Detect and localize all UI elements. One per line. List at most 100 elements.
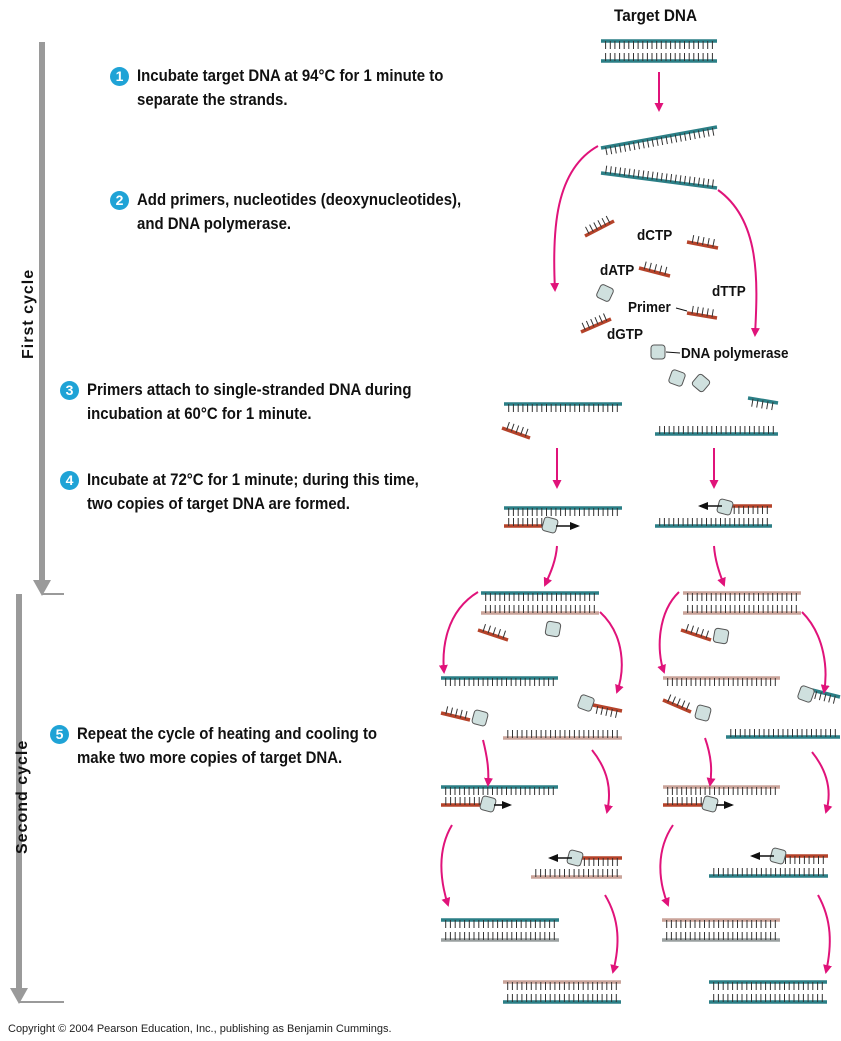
arrow-c2-right-c (704, 737, 716, 787)
cycle2-right-duplex-top (683, 591, 801, 601)
step-1-text-line2: separate the strands. (137, 90, 288, 109)
step-5-text-line2: make two more copies of target DNA. (77, 748, 343, 767)
arrow-to-cycle2-left (543, 545, 558, 587)
arrow-c2-left-a (438, 591, 479, 674)
c2-right-product-2-top (709, 980, 827, 990)
label-dttp: dTTP (712, 283, 746, 300)
extension-left-template (504, 506, 622, 516)
c2-left-polymerase-c (577, 694, 595, 712)
arrow-c2-left-b (599, 611, 624, 694)
arrows-and-enzymes (438, 72, 833, 974)
c2-right-ext-new-a (663, 797, 706, 807)
label-dctp: dCTP (637, 227, 673, 244)
c2-right-product-2-bottom (709, 994, 827, 1004)
step-3-text-line2: incubation at 60°C for 1 minute. (87, 404, 312, 423)
c2-left-ext-template-a (441, 785, 558, 795)
c2-left-primer-c (592, 703, 623, 718)
step-2-number: 2 (110, 191, 129, 210)
separated-strand-bottom (600, 165, 718, 190)
second-cycle-label: Second cycle (14, 739, 31, 854)
c2-left-ext-polymerase-b (566, 849, 584, 867)
step-1-number: 1 (110, 67, 129, 86)
primer-leader-line (675, 307, 688, 312)
step-2: 2 Add primers, nucleotides (deoxynucleot… (110, 188, 505, 236)
annealing-right-primer (747, 396, 779, 411)
c2-left-product-2-bottom (503, 994, 621, 1004)
step-4-number: 4 (60, 471, 79, 490)
c2-left-product-1-bottom (441, 932, 559, 942)
arrow-c2-left-c (482, 739, 494, 787)
c2-left-polymerase-a (544, 620, 562, 638)
free-primer-5 (580, 313, 612, 334)
step-5-text-line1: Repeat the cycle of heating and cooling … (77, 724, 378, 743)
free-polymerase-2 (650, 344, 666, 360)
c2-right-polymerase-b (694, 704, 712, 722)
arrow-c2-right-b (801, 611, 830, 694)
c2-right-product-1-bottom (662, 932, 780, 942)
step-4: 4 Incubate at 72°C for 1 minute; during … (60, 468, 464, 516)
c2-right-ext-polymerase-b (769, 847, 787, 865)
arrow-c2-right-d (811, 751, 833, 814)
c2-right-primer-a (680, 623, 712, 642)
c2-right-ext-template-b (709, 868, 828, 878)
dna-strands (440, 39, 841, 1004)
free-polymerase-4 (691, 373, 711, 393)
target-dna-top (601, 39, 717, 49)
c2-right-product-1-top (662, 918, 780, 928)
first-cycle-arrow (33, 42, 64, 596)
arrow-c2-right-f (817, 894, 832, 974)
arrow-c2-right-e (659, 824, 674, 907)
cycle2-right-duplex-bottom (683, 605, 801, 615)
polymerase-step4-right (716, 498, 734, 516)
step-2-text-line2: and DNA polymerase. (137, 214, 292, 233)
cycle2-left-duplex-bottom (481, 605, 599, 615)
label-datp: dATP (600, 262, 635, 279)
step-3-number: 3 (60, 381, 79, 400)
arrow-c2-left-d (591, 749, 613, 814)
c2-right-primer-c (811, 688, 841, 704)
first-cycle-label: First cycle (20, 268, 37, 359)
free-primer-3 (638, 261, 671, 278)
step-5-number: 5 (50, 725, 69, 744)
c2-right-primer-b (662, 694, 692, 714)
extension-right-template (655, 518, 772, 528)
c2-right-polymerase-c (797, 685, 815, 703)
free-polymerase-1 (596, 284, 614, 302)
arrow-left-down (550, 145, 599, 292)
c2-left-product-1-top (441, 918, 559, 928)
second-cycle-arrow (10, 594, 64, 1004)
c2-left-template-b (503, 730, 622, 740)
arrow-right-down (717, 189, 760, 337)
c2-left-template-a (441, 676, 558, 686)
cycle2-left-duplex-top (481, 591, 599, 601)
c2-left-product-2-top (503, 980, 621, 990)
c2-left-ext-polymerase-a (479, 795, 497, 813)
target-dna-title: Target DNA (614, 6, 698, 25)
step-1: 1 Incubate target DNA at 94°C for 1 minu… (110, 64, 485, 112)
step-1-text-line1: Incubate target DNA at 94°C for 1 minute… (137, 66, 444, 85)
step-4-text-line2: two copies of target DNA are formed. (87, 494, 350, 513)
c2-left-polymerase-b (471, 709, 489, 727)
step-3-text-line1: Primers attach to single-stranded DNA du… (87, 380, 412, 399)
annealing-right-template (655, 426, 778, 436)
c2-left-primer-a (477, 623, 509, 642)
annealing-left-template (504, 402, 622, 412)
c2-left-ext-new-a (441, 797, 484, 807)
label-dna-polymerase: DNA polymerase (681, 345, 789, 362)
step-5: 5 Repeat the cycle of heating and coolin… (50, 722, 418, 770)
free-primer-2 (686, 235, 719, 250)
polymerase-step4-left (541, 516, 559, 534)
annealing-left-primer (501, 421, 531, 440)
c2-right-ext-template-a (663, 785, 780, 795)
arrow-c2-left-f (604, 894, 620, 974)
step-2-text-line1: Add primers, nucleotides (deoxynucleotid… (137, 190, 462, 209)
c2-right-polymerase-a (712, 627, 730, 645)
label-primer: Primer (628, 299, 671, 316)
arrow-c2-left-e (440, 824, 453, 907)
step-4-text-line1: Incubate at 72°C for 1 minute; during th… (87, 470, 419, 489)
c2-left-primer-b (440, 706, 471, 722)
c2-left-ext-template-b (531, 869, 622, 879)
c2-right-ext-polymerase-a (701, 795, 719, 813)
target-dna-bottom (601, 53, 717, 63)
